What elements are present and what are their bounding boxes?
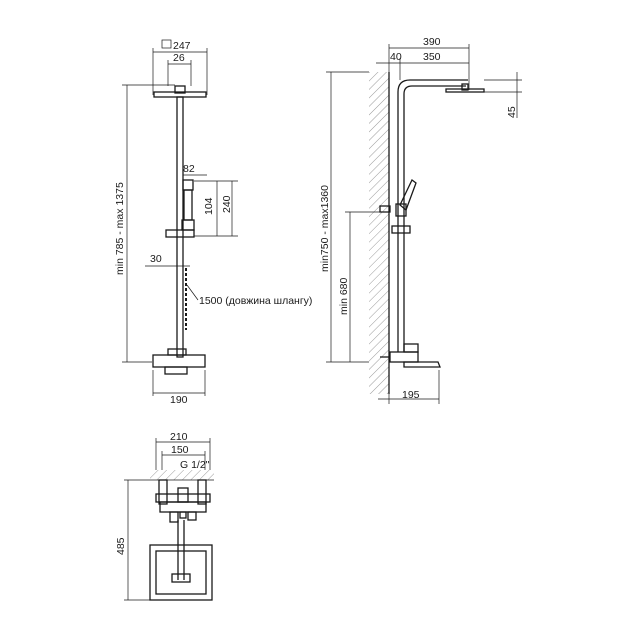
dim-40: 40 bbox=[390, 51, 402, 63]
dim-26: 26 bbox=[173, 52, 185, 64]
shower-arm bbox=[397, 79, 468, 230]
dim-485: 485 bbox=[115, 537, 127, 555]
dim-350: 350 bbox=[423, 51, 441, 63]
hand-shower bbox=[183, 189, 193, 221]
dim-side-height: min750 - max1360 bbox=[319, 185, 331, 272]
side-hand-shower bbox=[399, 179, 417, 212]
side-shower-head bbox=[445, 88, 485, 93]
dim-210: 210 bbox=[170, 431, 188, 443]
dim-82: 82 bbox=[183, 163, 195, 175]
dim-104: 104 bbox=[203, 197, 215, 215]
dim-390: 390 bbox=[423, 36, 441, 48]
dim-190: 190 bbox=[170, 394, 188, 406]
mixer-detail: 210 150 G 1/2" 485 bbox=[115, 431, 214, 601]
dim-195: 195 bbox=[402, 389, 420, 401]
slider-holder bbox=[165, 229, 195, 238]
dim-240: 240 bbox=[221, 195, 233, 213]
mixer-body bbox=[155, 493, 211, 503]
front-view: 247 26 82 104 240 30 1500 (довжина шланг… bbox=[114, 39, 312, 406]
dim-150: 150 bbox=[171, 444, 189, 456]
dim-30: 30 bbox=[150, 253, 162, 265]
main-pipe bbox=[176, 96, 184, 358]
cover-plate bbox=[149, 544, 213, 601]
hose-label: 1500 (довжина шлангу) bbox=[199, 295, 312, 307]
wall bbox=[369, 72, 389, 394]
dim-min-680: min 680 bbox=[338, 277, 350, 315]
thread-label: G 1/2" bbox=[180, 459, 210, 471]
dim-height: min 785 - max 1375 bbox=[114, 182, 126, 275]
side-mixer bbox=[389, 351, 419, 363]
side-view: 390 40 350 45 min750 - max1360 min 680 bbox=[319, 36, 522, 404]
dim-45: 45 bbox=[506, 106, 518, 118]
dim-247: 247 bbox=[173, 40, 191, 52]
